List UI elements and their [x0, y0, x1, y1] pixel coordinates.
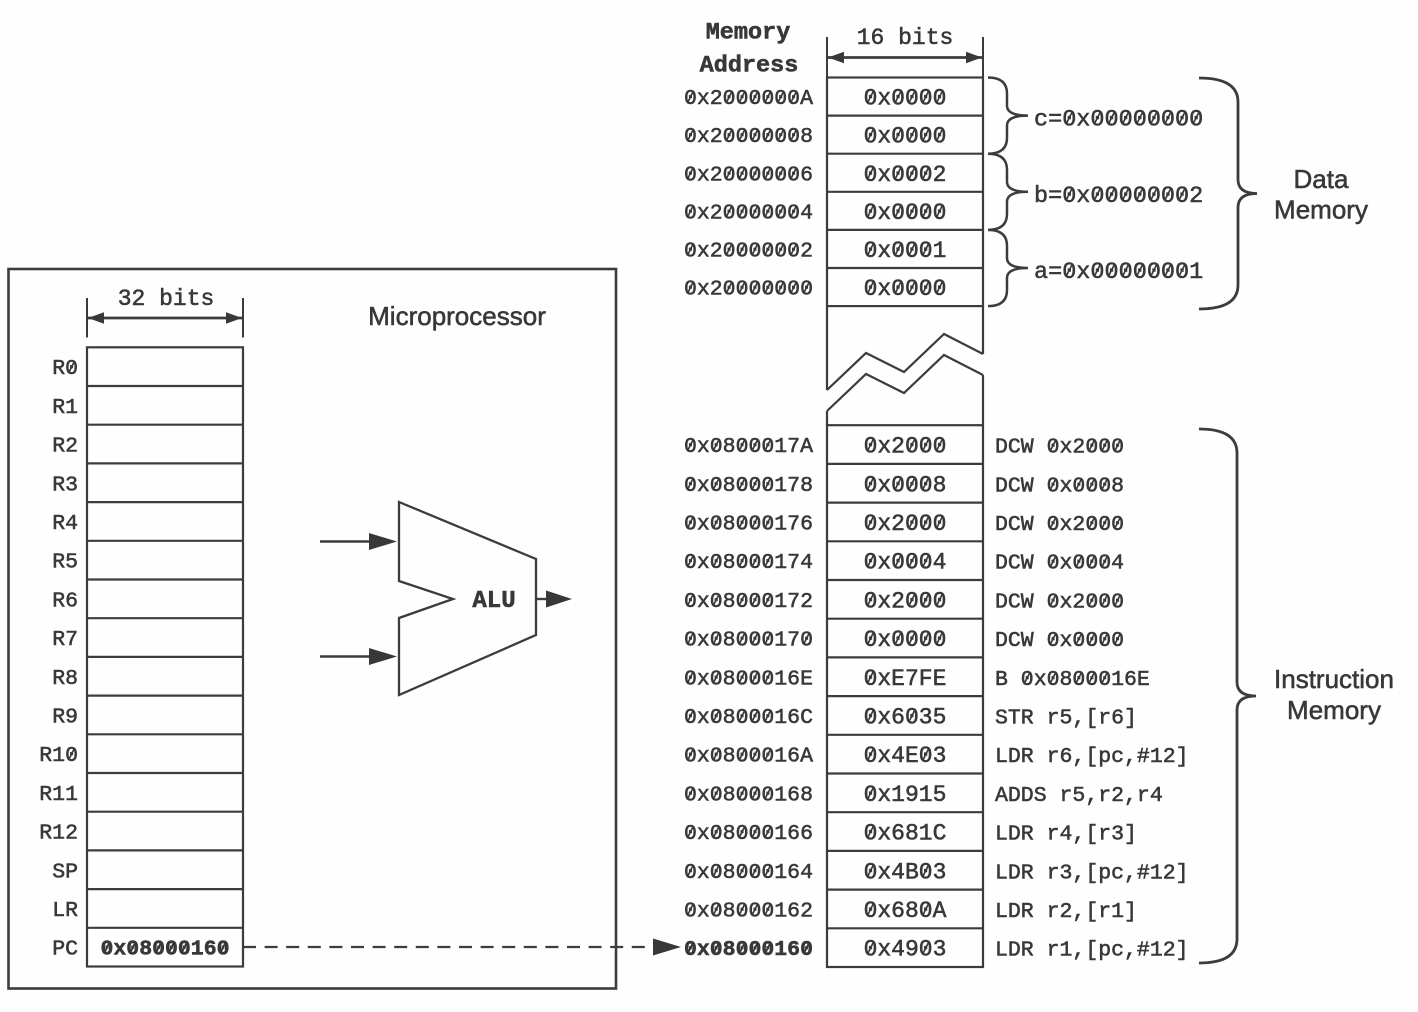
svg-text:0x6035: 0x6035: [864, 704, 947, 730]
svg-text:0x0004: 0x0004: [864, 550, 947, 576]
svg-text:Memory: Memory: [1274, 195, 1368, 225]
svg-text:32 bits: 32 bits: [118, 286, 215, 312]
svg-text:0x0000: 0x0000: [864, 200, 947, 226]
svg-text:0x08000160: 0x08000160: [684, 938, 813, 962]
svg-text:R7: R7: [52, 628, 78, 652]
svg-text:0x0008: 0x0008: [864, 472, 947, 498]
svg-text:0x08000166: 0x08000166: [684, 822, 813, 846]
svg-text:0x2000000A: 0x2000000A: [684, 87, 813, 111]
svg-text:0x0000: 0x0000: [864, 627, 947, 653]
svg-text:R9: R9: [52, 705, 78, 729]
svg-text:R5: R5: [52, 551, 78, 575]
svg-text:DCW 0x2000: DCW 0x2000: [995, 590, 1124, 614]
svg-text:R12: R12: [39, 822, 78, 846]
svg-text:0x20000000: 0x20000000: [684, 278, 813, 302]
svg-text:Memory: Memory: [706, 20, 791, 47]
svg-text:0x0000: 0x0000: [864, 86, 947, 112]
svg-text:0x08000170: 0x08000170: [684, 629, 813, 653]
svg-text:0x2000: 0x2000: [864, 511, 947, 537]
svg-text:LDR r3,[pc,#12]: LDR r3,[pc,#12]: [995, 861, 1189, 885]
svg-text:c=0x00000000: c=0x00000000: [1034, 107, 1203, 134]
svg-text:R6: R6: [52, 589, 78, 613]
svg-text:LR: LR: [52, 899, 78, 923]
svg-text:Address: Address: [700, 53, 799, 80]
svg-text:DCW 0x2000: DCW 0x2000: [995, 436, 1124, 460]
svg-text:0x08000176: 0x08000176: [684, 512, 813, 536]
svg-text:0x08000164: 0x08000164: [684, 861, 813, 885]
svg-text:0x4E03: 0x4E03: [864, 743, 947, 769]
svg-text:LDR r6,[pc,#12]: LDR r6,[pc,#12]: [995, 745, 1189, 769]
svg-text:DCW 0x2000: DCW 0x2000: [995, 513, 1124, 537]
svg-text:DCW 0x0004: DCW 0x0004: [995, 552, 1124, 576]
svg-text:0x0001: 0x0001: [864, 238, 947, 264]
svg-text:Instruction: Instruction: [1274, 664, 1394, 694]
svg-text:0x4903: 0x4903: [864, 937, 947, 963]
svg-text:0x2000: 0x2000: [864, 588, 947, 614]
svg-text:0x08000174: 0x08000174: [684, 551, 813, 575]
svg-text:16 bits: 16 bits: [857, 25, 954, 51]
svg-text:B 0x0800016E: B 0x0800016E: [995, 668, 1150, 692]
svg-text:0x20000004: 0x20000004: [684, 201, 813, 225]
svg-text:R10: R10: [39, 744, 78, 768]
svg-text:Data: Data: [1294, 164, 1349, 194]
svg-text:0x20000006: 0x20000006: [684, 163, 813, 187]
svg-text:a=0x00000001: a=0x00000001: [1034, 259, 1203, 286]
svg-text:LDR r4,[r3]: LDR r4,[r3]: [995, 823, 1137, 847]
svg-text:0x20000008: 0x20000008: [684, 125, 813, 149]
svg-text:R0: R0: [52, 357, 78, 381]
svg-text:0x0000: 0x0000: [864, 124, 947, 150]
svg-text:ALU: ALU: [472, 588, 515, 615]
svg-text:R8: R8: [52, 667, 78, 691]
svg-text:0x0800016E: 0x0800016E: [684, 667, 813, 691]
svg-text:0x08000160: 0x08000160: [100, 938, 229, 962]
svg-text:DCW 0x0000: DCW 0x0000: [995, 629, 1124, 653]
svg-text:ADDS r5,r2,r4: ADDS r5,r2,r4: [995, 784, 1163, 808]
svg-text:0x0800016A: 0x0800016A: [684, 745, 813, 769]
svg-text:Memory: Memory: [1287, 695, 1381, 725]
svg-text:DCW 0x0008: DCW 0x0008: [995, 474, 1124, 498]
svg-text:0x4B03: 0x4B03: [864, 859, 947, 885]
svg-text:R1: R1: [52, 396, 78, 420]
svg-text:0x2000: 0x2000: [864, 434, 947, 460]
svg-text:R3: R3: [52, 473, 78, 497]
svg-text:0x08000168: 0x08000168: [684, 783, 813, 807]
svg-text:0x0800017A: 0x0800017A: [684, 435, 813, 459]
svg-text:STR r5,[r6]: STR r5,[r6]: [995, 706, 1137, 730]
svg-text:PC: PC: [52, 938, 78, 962]
svg-text:b=0x00000002: b=0x00000002: [1034, 183, 1203, 210]
svg-text:SP: SP: [52, 860, 78, 884]
svg-text:0x20000002: 0x20000002: [684, 239, 813, 263]
svg-text:0xE7FE: 0xE7FE: [864, 666, 947, 692]
svg-text:0x0800016C: 0x0800016C: [684, 706, 813, 730]
svg-text:0x1915: 0x1915: [864, 782, 947, 808]
svg-text:0x0002: 0x0002: [864, 162, 947, 188]
svg-text:0x08000172: 0x08000172: [684, 590, 813, 614]
svg-text:LDR r2,[r1]: LDR r2,[r1]: [995, 900, 1137, 924]
svg-text:0x08000178: 0x08000178: [684, 474, 813, 498]
svg-text:0x681C: 0x681C: [864, 821, 947, 847]
svg-text:0x0000: 0x0000: [864, 276, 947, 302]
svg-text:R4: R4: [52, 512, 78, 536]
svg-text:R2: R2: [52, 435, 78, 459]
svg-text:R11: R11: [39, 783, 78, 807]
svg-text:0x680A: 0x680A: [864, 898, 947, 924]
svg-text:Microprocessor: Microprocessor: [368, 301, 546, 331]
svg-text:LDR r1,[pc,#12]: LDR r1,[pc,#12]: [995, 939, 1189, 963]
svg-text:0x08000162: 0x08000162: [684, 899, 813, 923]
